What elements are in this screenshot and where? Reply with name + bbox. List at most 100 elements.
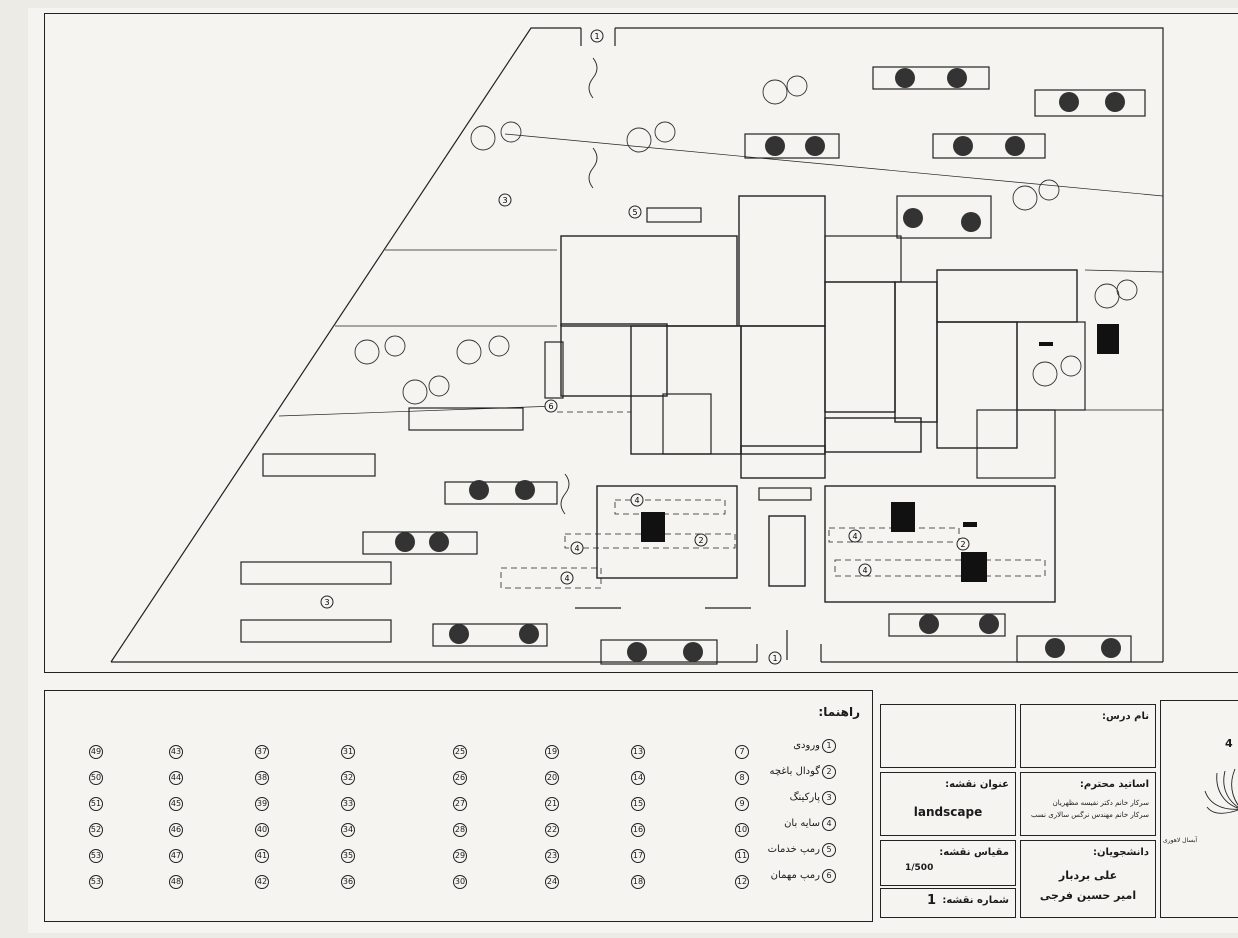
plan-marker-number: 3 bbox=[502, 196, 507, 205]
legend-number: 48 bbox=[169, 875, 183, 889]
legend-number: 15 bbox=[631, 797, 645, 811]
legend-number: 16 bbox=[631, 823, 645, 837]
legend-number: 41 bbox=[255, 849, 269, 863]
plan-marker: 1 bbox=[590, 29, 604, 43]
legend-number: 19 bbox=[545, 745, 559, 759]
legend-item: 5رمپ خدمات bbox=[768, 843, 836, 857]
plan-marker: 5 bbox=[628, 205, 642, 219]
legend-number: 47 bbox=[169, 849, 183, 863]
legend-number: 44 bbox=[169, 771, 183, 785]
legend-number: 30 bbox=[453, 875, 467, 889]
legend-number: 9 bbox=[735, 797, 749, 811]
plan-marker: 4 bbox=[858, 563, 872, 577]
legend-number: 27 bbox=[453, 797, 467, 811]
legend-item: 3پارکینگ bbox=[790, 791, 836, 805]
legend-number: 24 bbox=[545, 875, 559, 889]
course-label: نام درس: bbox=[1101, 711, 1149, 722]
legend-number: 17 bbox=[631, 849, 645, 863]
professor-1: سرکار خانم دکتر نفیسه مظهریان bbox=[1052, 799, 1149, 807]
legend-number: 14 bbox=[631, 771, 645, 785]
legend-number: 53 bbox=[89, 849, 103, 863]
professors-cell: اساتید محترم: سرکار خانم دکتر نفیسه مظهر… bbox=[1020, 772, 1156, 836]
legend-number: 45 bbox=[169, 797, 183, 811]
legend-item: 6رمپ مهمان bbox=[771, 869, 836, 883]
legend-number: 43 bbox=[169, 745, 183, 759]
map-title-cell: عنوان نقشه: landscape bbox=[880, 772, 1016, 836]
legend-number: 7 bbox=[735, 745, 749, 759]
legend-number: 46 bbox=[169, 823, 183, 837]
plan-marker: 2 bbox=[694, 533, 708, 547]
legend-number: 37 bbox=[255, 745, 269, 759]
student-2: امیر حسین فرجی bbox=[1039, 889, 1137, 902]
legend-item-number: 1 bbox=[822, 739, 836, 753]
legend-panel: راهنما: 1ورودی 2گودال باغچه 3پارکینگ 4سایه … bbox=[44, 690, 873, 922]
legend-item-number: 3 bbox=[822, 791, 836, 805]
legend-item-label: سایه بان bbox=[784, 818, 820, 829]
plan-marker: 6 bbox=[544, 399, 558, 413]
legend-number: 26 bbox=[453, 771, 467, 785]
legend-number: 52 bbox=[89, 823, 103, 837]
sheet-number-cell: شماره نقشه: 1 bbox=[880, 888, 1016, 918]
professor-2: سرکار خانم مهندس نرگس سالاری نسب bbox=[1030, 811, 1149, 819]
legend-number: 39 bbox=[255, 797, 269, 811]
legend-number: 35 bbox=[341, 849, 355, 863]
legend-number: 36 bbox=[341, 875, 355, 889]
logo-caption: آبسال لاهوری bbox=[1163, 837, 1198, 844]
plan-marker: 2 bbox=[956, 537, 970, 551]
legend-number: 29 bbox=[453, 849, 467, 863]
legend-number: 20 bbox=[545, 771, 559, 785]
plan-marker-number: 2 bbox=[960, 540, 965, 549]
site-boundary-north-east bbox=[615, 27, 1164, 662]
legend-title: راهنما: bbox=[818, 705, 860, 719]
plan-marker-number: 4 bbox=[574, 544, 579, 553]
plan-marker-number: 5 bbox=[632, 208, 637, 217]
students-cell: دانشجویان: علی بردبار امیر حسین فرجی bbox=[1020, 840, 1156, 918]
legend-item-label: ورودی bbox=[793, 740, 820, 751]
scale-cell: مقیاس نقشه: 1/500 bbox=[880, 840, 1016, 886]
plan-marker-number: 6 bbox=[548, 402, 553, 411]
legend-number: 50 bbox=[89, 771, 103, 785]
scale-label: مقیاس نقشه: bbox=[939, 847, 1009, 858]
legend-item-label: رمپ خدمات bbox=[767, 844, 820, 855]
legend-number: 23 bbox=[545, 849, 559, 863]
legend-number: 13 bbox=[631, 745, 645, 759]
student-1: علی بردبار bbox=[1058, 869, 1118, 882]
legend-number: 34 bbox=[341, 823, 355, 837]
site-boundary-west bbox=[110, 27, 581, 663]
legend-item-label: پارکینگ bbox=[789, 792, 820, 803]
legend-number: 12 bbox=[735, 875, 749, 889]
map-title-label: عنوان نقشه: bbox=[945, 779, 1009, 790]
legend-number: 53 bbox=[89, 875, 103, 889]
legend-number: 28 bbox=[453, 823, 467, 837]
legend-number: 38 bbox=[255, 771, 269, 785]
sheet-number-value: 1 bbox=[927, 893, 937, 908]
legend-number: 31 bbox=[341, 745, 355, 759]
legend-number: 8 bbox=[735, 771, 749, 785]
legend-number: 10 bbox=[735, 823, 749, 837]
legend-item-number: 6 bbox=[822, 869, 836, 883]
legend-number: 25 bbox=[453, 745, 467, 759]
plan-marker: 1 bbox=[768, 651, 782, 665]
legend-number: 21 bbox=[545, 797, 559, 811]
legend-number: 33 bbox=[341, 797, 355, 811]
professors-label: اساتید محترم: bbox=[1079, 779, 1149, 790]
plan-marker: 4 bbox=[570, 541, 584, 555]
plan-marker: 4 bbox=[848, 529, 862, 543]
plan-marker-number: 4 bbox=[852, 532, 857, 541]
sheet-number-label: شماره نقشه: bbox=[942, 895, 1009, 906]
course-cell: نام درس: bbox=[1020, 704, 1156, 768]
legend-number: 22 bbox=[545, 823, 559, 837]
legend-number: 42 bbox=[255, 875, 269, 889]
logo-panel: 4 آبسال لاهوری bbox=[1160, 700, 1238, 918]
map-title-value: landscape bbox=[913, 805, 983, 819]
university-logo-icon bbox=[1204, 768, 1238, 814]
plan-marker-number: 2 bbox=[698, 536, 703, 545]
legend-item: 2گودال باغچه bbox=[770, 765, 836, 779]
plan-marker: 3 bbox=[498, 193, 512, 207]
plan-marker: 4 bbox=[560, 571, 574, 585]
plan-marker-number: 1 bbox=[594, 32, 599, 41]
legend-item-number: 5 bbox=[822, 843, 836, 857]
legend-item-number: 4 bbox=[822, 817, 836, 831]
